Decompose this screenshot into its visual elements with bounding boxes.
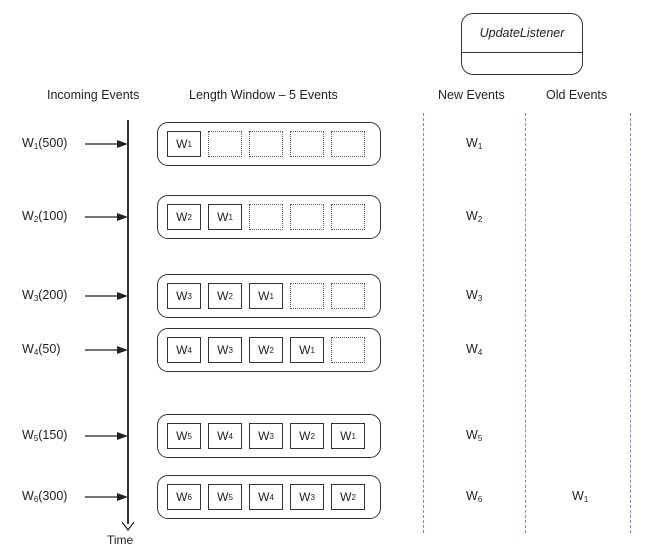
window-slot-empty <box>208 131 242 157</box>
old-event-label: W1 <box>572 489 589 504</box>
window-slot-empty <box>249 131 283 157</box>
incoming-event-label: W2(100) <box>22 209 68 224</box>
header-length-window: Length Window – 5 Events <box>189 88 338 102</box>
divider-middle <box>525 113 526 533</box>
window-slot-empty <box>290 204 324 230</box>
incoming-event-arrow <box>85 292 128 300</box>
update-listener-title: UpdateListener <box>462 14 582 53</box>
window-slot-empty <box>331 337 365 363</box>
new-event-label: W4 <box>466 342 483 357</box>
incoming-event-label: W5(150) <box>22 428 68 443</box>
new-event-label: W1 <box>466 136 483 151</box>
incoming-event-label: W1(500) <box>22 136 68 151</box>
window-slot-empty <box>331 131 365 157</box>
window-slot-empty <box>290 283 324 309</box>
incoming-event-label: W3(200) <box>22 288 68 303</box>
new-event-label: W2 <box>466 209 483 224</box>
window-slot-empty <box>331 283 365 309</box>
incoming-event-arrow <box>85 213 128 221</box>
divider-left <box>423 113 424 533</box>
incoming-event-arrow <box>85 493 128 501</box>
new-event-label: W3 <box>466 288 483 303</box>
header-incoming-events: Incoming Events <box>47 88 140 102</box>
header-old-events: Old Events <box>546 88 608 102</box>
incoming-event-label: W4(50) <box>22 342 61 357</box>
incoming-event-arrow <box>85 346 128 354</box>
incoming-event-arrow <box>85 432 128 440</box>
divider-right <box>630 113 631 533</box>
new-event-label: W6 <box>466 489 483 504</box>
incoming-event-arrow <box>85 140 128 148</box>
header-new-events: New Events <box>438 88 505 102</box>
incoming-event-label: W6(300) <box>22 489 68 504</box>
window-slot-empty <box>290 131 324 157</box>
time-axis-arrowhead <box>121 521 135 532</box>
window-slot-empty <box>249 204 283 230</box>
new-event-label: W5 <box>466 428 483 443</box>
time-axis <box>127 120 129 524</box>
time-label: Time <box>107 533 134 547</box>
window-slot-empty <box>331 204 365 230</box>
update-listener-box: UpdateListener <box>461 13 583 75</box>
